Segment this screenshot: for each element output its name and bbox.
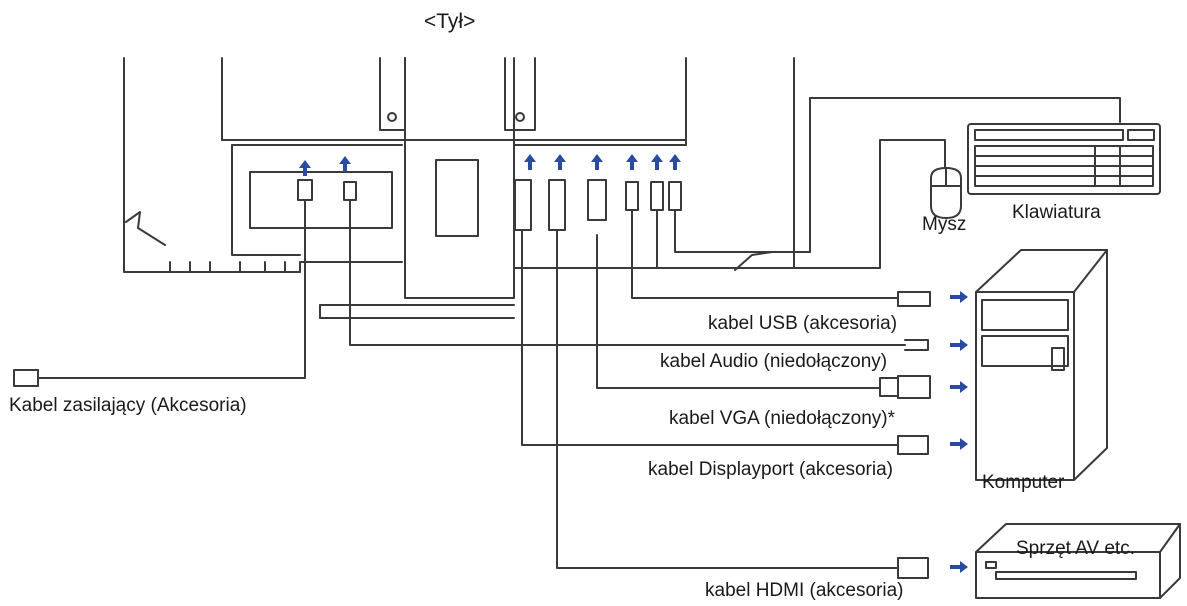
vga-cable <box>587 179 931 399</box>
computer-device <box>975 249 1108 481</box>
mouse-cable <box>650 139 946 269</box>
vga-cable-label: kabel VGA (niedołączony)* <box>669 408 896 429</box>
usb-cable <box>625 181 931 307</box>
arrow-up-usb <box>626 154 638 170</box>
arrow-up-mouse <box>651 154 663 170</box>
displayport-cable-label: kabel Displayport (akcesoria) <box>648 459 893 480</box>
computer-label: Komputer <box>982 472 1065 493</box>
arrow-up-keyboard <box>669 154 681 170</box>
monitor-stand <box>379 57 536 299</box>
audio-cable-label: kabel Audio (niedołączony) <box>660 351 888 372</box>
arrow-up-hdmi <box>554 154 566 170</box>
av-device <box>975 523 1181 599</box>
mouse-device <box>930 167 962 219</box>
power-cable-label: Kabel zasilający (Akcesoria) <box>9 395 247 416</box>
power-cable <box>13 179 313 387</box>
arrow-right-usb <box>950 291 968 303</box>
keyboard-cable <box>668 97 1121 253</box>
diagram-title: <Tył> <box>424 10 476 33</box>
arrow-right-hdmi <box>950 561 968 573</box>
arrow-right-audio <box>950 339 968 351</box>
mouse-label: Mysz <box>922 214 967 235</box>
usb-cable-label: kabel USB (akcesoria) <box>708 313 898 334</box>
arrow-up-vga <box>591 154 603 170</box>
arrow-right-vga <box>950 381 968 393</box>
av-device-label: Sprzęt AV etc. <box>1016 538 1135 559</box>
hdmi-cable <box>548 179 929 579</box>
audio-cable <box>343 181 929 351</box>
monitor-back <box>123 57 795 319</box>
arrow-up-audio <box>339 156 351 172</box>
arrow-up-power <box>299 160 311 176</box>
arrow-up-dp <box>524 154 536 170</box>
keyboard-label: Klawiatura <box>1012 202 1101 223</box>
keyboard-device <box>967 123 1161 195</box>
port-arrows <box>299 154 968 573</box>
arrow-right-displayport <box>950 438 968 450</box>
hdmi-cable-label: kabel HDMI (akcesoria) <box>705 580 904 601</box>
displayport-cable <box>514 179 929 455</box>
